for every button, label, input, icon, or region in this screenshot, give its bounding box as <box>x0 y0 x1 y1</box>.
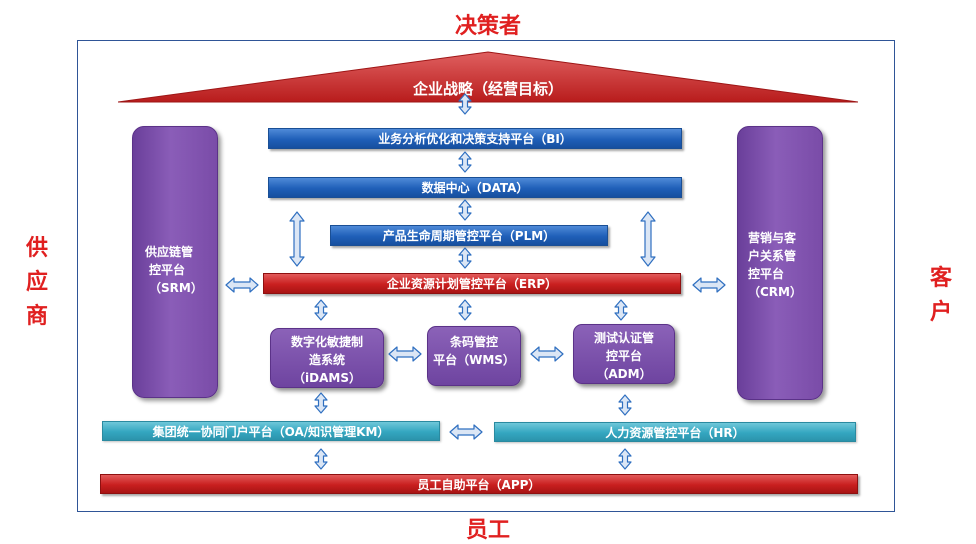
vertical-double-arrow-icon <box>618 394 632 416</box>
bottom-label-employees: 员工 <box>465 518 510 543</box>
crm-line: 户关系管 <box>748 249 797 263</box>
crm-line: 控平台 <box>748 267 785 281</box>
crm-line: 营销与客 <box>748 231 797 245</box>
strategy-roof-label: 企业战略（经营目标） <box>412 80 563 98</box>
vertical-double-arrow-icon <box>458 93 472 115</box>
plm-platform-bar: 产品生命周期管控平台（PLM） <box>330 225 608 246</box>
idams-line: 数字化敏捷制 <box>290 335 363 349</box>
architecture-frame <box>77 40 895 512</box>
horizontal-double-arrow-icon <box>225 277 259 293</box>
adm-line: 控平台 <box>605 349 642 363</box>
right-label-char: 客 <box>929 266 952 291</box>
horizontal-double-arrow-icon <box>449 424 483 440</box>
left-label-char: 应 <box>25 270 48 295</box>
srm-line: 供应链管 <box>145 245 194 259</box>
oa-portal-bar: 集团统一协同门户平台（OA/知识管理KM） <box>102 421 440 441</box>
vertical-double-arrow-icon <box>458 199 472 221</box>
vertical-double-arrow-icon <box>614 299 628 321</box>
idams-line: 造系统 <box>308 353 345 367</box>
left-label-char: 商 <box>25 304 48 329</box>
employee-app-bar: 员工自助平台（APP） <box>100 474 858 494</box>
bi-platform-bar: 业务分析优化和决策支持平台（BI） <box>268 128 682 149</box>
hr-platform-bar: 人力资源管控平台（HR） <box>494 422 856 442</box>
crm-pillar: 营销与客 户关系管 控平台 （CRM） <box>737 126 823 400</box>
erp-platform-bar: 企业资源计划管控平台（ERP） <box>263 273 681 294</box>
horizontal-double-arrow-icon <box>530 346 564 362</box>
wms-module: 条码管控 平台（WMS） <box>427 326 521 386</box>
left-label-char: 供 <box>25 236 48 261</box>
vertical-double-arrow-icon <box>458 151 472 173</box>
idams-line: （iDAMS） <box>293 371 361 385</box>
vertical-double-arrow-icon <box>618 448 632 470</box>
wms-line: 条码管控 <box>449 335 498 349</box>
vertical-double-arrow-icon <box>314 299 328 321</box>
long-vertical-arrow-icon <box>289 211 305 267</box>
crm-line: （CRM） <box>748 285 802 299</box>
vertical-double-arrow-icon <box>314 448 328 470</box>
idams-module: 数字化敏捷制 造系统 （iDAMS） <box>270 328 384 388</box>
top-label-decision-makers: 决策者 <box>454 14 521 39</box>
srm-line: （SRM） <box>149 281 203 295</box>
vertical-double-arrow-icon <box>314 392 328 414</box>
long-vertical-arrow-icon <box>640 211 656 267</box>
adm-line: 测试认证管 <box>593 331 654 345</box>
data-center-bar: 数据中心（DATA） <box>268 177 682 198</box>
horizontal-double-arrow-icon <box>692 277 726 293</box>
vertical-double-arrow-icon <box>458 247 472 269</box>
srm-line: 控平台 <box>149 263 186 277</box>
right-label-char: 户 <box>929 300 952 325</box>
wms-line: 平台（WMS） <box>433 353 515 367</box>
adm-line: （ADM） <box>596 367 652 381</box>
horizontal-double-arrow-icon <box>388 346 422 362</box>
srm-pillar: 供应链管 控平台 （SRM） <box>132 126 218 398</box>
strategy-roof <box>118 51 858 103</box>
right-label-customers: 客 户 <box>926 262 956 330</box>
adm-module: 测试认证管 控平台 （ADM） <box>573 324 675 384</box>
left-label-suppliers: 供 应 商 <box>22 232 52 334</box>
vertical-double-arrow-icon <box>458 299 472 321</box>
